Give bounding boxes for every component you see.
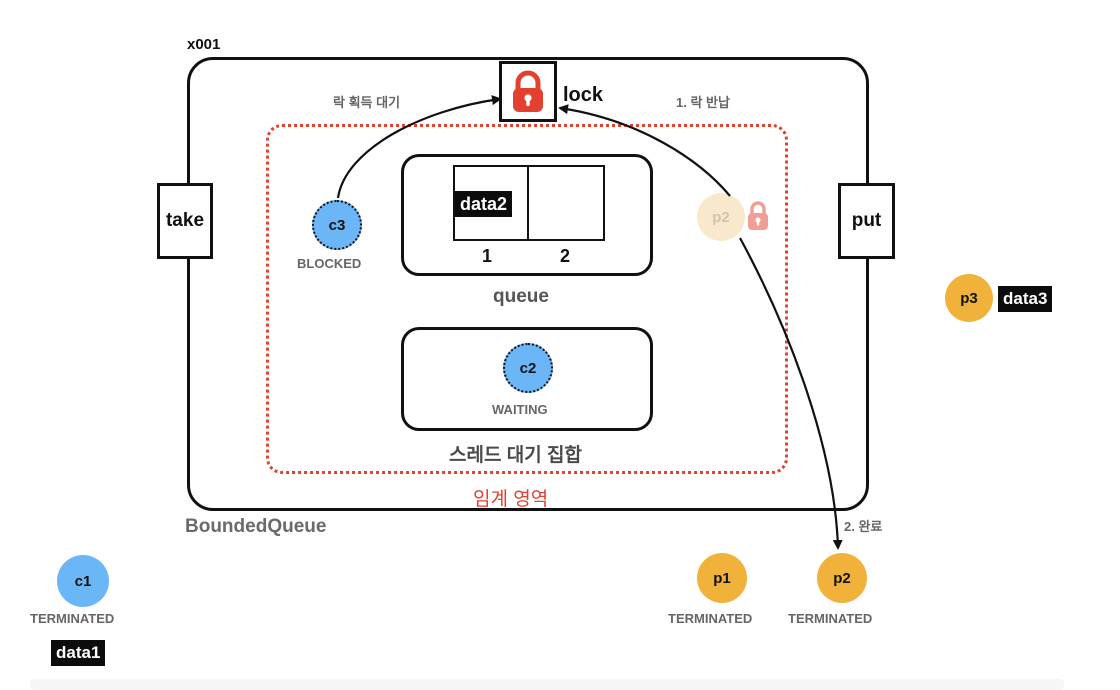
queue-slot-1-value: data2: [455, 191, 513, 217]
queue-index-1: 1: [482, 246, 493, 266]
thread-p2-ghost: p2: [697, 193, 745, 241]
thread-p1-state: TERMINATED: [668, 611, 753, 626]
faded-lock-icon: [748, 201, 768, 230]
container-name-label: BoundedQueue: [185, 516, 327, 537]
lock-icon: [513, 70, 543, 112]
footer-bar: [30, 679, 1064, 690]
thread-c1-state: TERMINATED: [30, 611, 115, 626]
queue-index-2: 2: [560, 246, 571, 266]
thread-c3-state: BLOCKED: [297, 256, 362, 271]
thread-p3-data: data3: [998, 286, 1053, 312]
take-method-box: take: [157, 183, 213, 259]
thread-p1: p1: [697, 553, 747, 603]
thread-p2-name: p2: [833, 569, 851, 587]
thread-c1: c1: [57, 555, 109, 607]
wait-lock-annotation: 락 획득 대기: [333, 95, 401, 110]
thread-c3-name: c3: [328, 216, 346, 234]
thread-p2-ghost-name: p2: [712, 208, 730, 226]
thread-c3: c3: [312, 200, 362, 250]
critical-section-label: 임계 영역: [473, 489, 549, 510]
object-id-label: x001: [187, 36, 221, 53]
thread-p3: p3: [945, 274, 993, 322]
return-lock-annotation: 1. 락 반납: [676, 95, 730, 110]
lock-box: [499, 61, 557, 122]
thread-p1-name: p1: [713, 569, 731, 587]
queue-slot-2: [527, 165, 605, 241]
thread-p2-state: TERMINATED: [788, 611, 873, 626]
thread-c2: c2: [503, 343, 553, 393]
thread-p3-name: p3: [960, 289, 978, 307]
thread-c2-name: c2: [519, 359, 537, 377]
thread-c1-name: c1: [74, 572, 92, 590]
thread-c1-data: data1: [51, 640, 106, 666]
thread-p2: p2: [817, 553, 867, 603]
bounded-queue-box: [187, 57, 869, 511]
queue-label: queue: [493, 286, 549, 307]
done-annotation: 2. 완료: [844, 519, 883, 534]
lock-label: lock: [563, 84, 604, 106]
thread-c2-state: WAITING: [492, 402, 548, 417]
wait-set-label: 스레드 대기 집합: [449, 445, 582, 466]
put-method-box: put: [838, 183, 895, 259]
